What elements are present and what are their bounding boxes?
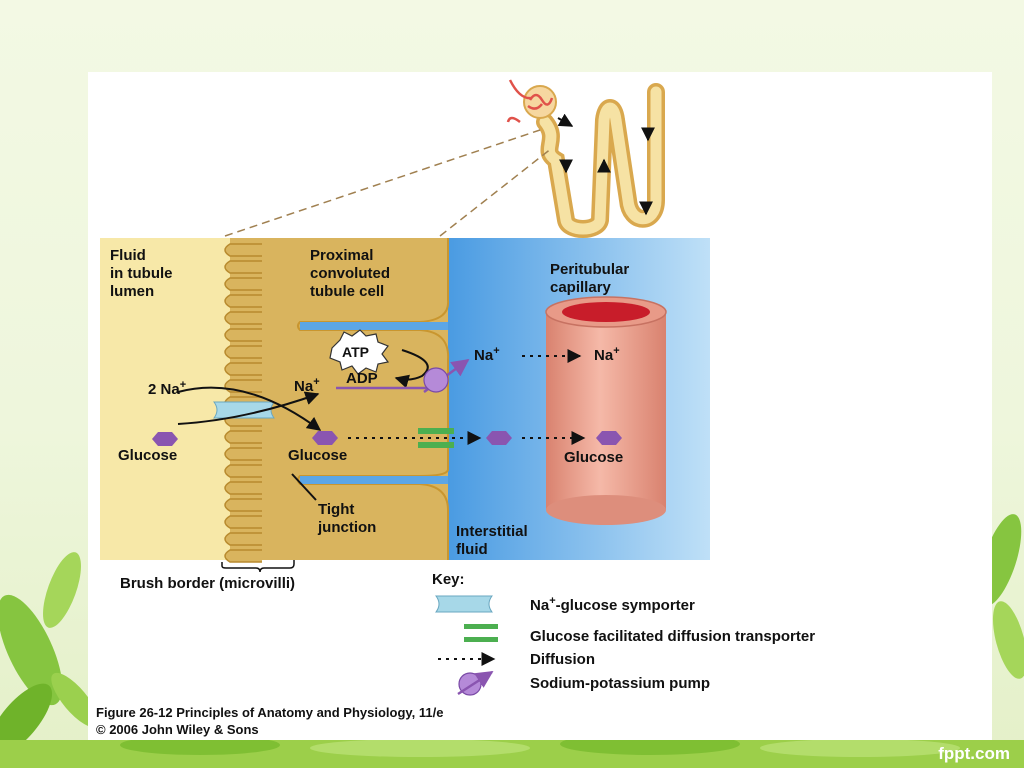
legend: Key: Na+-glucose symporter Glucose facil… [432,571,815,696]
legend-title: Key: [432,571,465,588]
label-peritubular-1: Peritubular [550,261,629,278]
label-tight-junction-2: junction [317,519,376,536]
label-proximal-cell-3: tubule cell [310,283,384,300]
leaf-decoration-left [0,552,99,757]
label-fluid-lumen-1: Fluid [110,247,146,264]
microvillus [224,362,262,376]
microvillus [224,481,262,495]
glucose-molecule-cell [312,431,338,445]
legend-facilitated-swatch [464,624,498,642]
microvillus [224,294,262,308]
label-two-na: 2 Na+ [148,379,186,398]
label-tight-junction-1: Tight [318,501,354,518]
figure-caption: Figure 26-12 Principles of Anatomy and P… [96,704,444,738]
watermark: fppt.com [938,744,1010,763]
label-interstitial-2: fluid [456,541,488,558]
microvillus [224,532,262,546]
microvillus [224,430,262,444]
microvilli [224,243,262,563]
legend-pump-arrow [457,670,494,696]
label-proximal-cell-2: convoluted [310,265,390,282]
tubule-lumen-region [100,238,230,560]
microvillus [224,515,262,529]
label-na-interstitial: Na+ [474,345,500,364]
na-glucose-symporter [213,401,275,419]
microvillus [224,379,262,393]
label-na-capillary: Na+ [594,345,620,364]
glucose-molecule-interstitial [486,431,512,445]
caption-line-2: © 2006 John Wiley & Sons [96,722,259,737]
label-atp: ATP [342,344,369,360]
atp-starburst [329,329,390,375]
label-fluid-lumen-2: in tubule [110,265,173,282]
label-na-cell: Na+ [294,376,320,395]
zoom-lines [224,129,553,237]
brush-border-brace [221,560,295,573]
microvillus [224,328,262,342]
label-peritubular-2: capillary [550,279,612,296]
microvillus [224,447,262,461]
legend-facilitated-label: Glucose facilitated diffusion transporte… [530,628,815,645]
sodium-potassium-pump [423,367,449,393]
microvillus [224,464,262,478]
microvillus [224,311,262,325]
microvillus [224,243,262,257]
label-adp: ADP [346,370,378,387]
label-glucose-cell: Glucose [288,447,347,464]
nephron-illustration [506,79,665,238]
glomerulus-capsule [523,85,557,119]
glucose-molecule-lumen [152,432,178,446]
peritubular-capillary [545,296,667,525]
caption-line-1: Figure 26-12 Principles of Anatomy and P… [96,705,444,720]
microvillus [224,260,262,274]
label-interstitial-1: Interstitial [456,523,528,540]
label-fluid-lumen-3: lumen [110,283,154,300]
microvillus [224,277,262,291]
legend-diffusion-label: Diffusion [530,651,595,668]
microvillus [224,498,262,512]
legend-symporter-label: Na+-glucose symporter [530,595,695,614]
microvillus [224,549,262,563]
label-glucose-lumen: Glucose [118,447,177,464]
label-glucose-capillary: Glucose [564,449,623,466]
legend-pump-label: Sodium-potassium pump [530,675,710,692]
tight-junction-pointer [291,473,317,501]
legend-symporter-swatch [435,595,493,613]
glucose-facilitated-transporter [418,428,454,448]
glucose-molecule-capillary [596,431,622,445]
microvillus [224,345,262,359]
label-brush-border: Brush border (microvilli) [120,575,295,592]
label-proximal-cell-1: Proximal [310,247,373,264]
